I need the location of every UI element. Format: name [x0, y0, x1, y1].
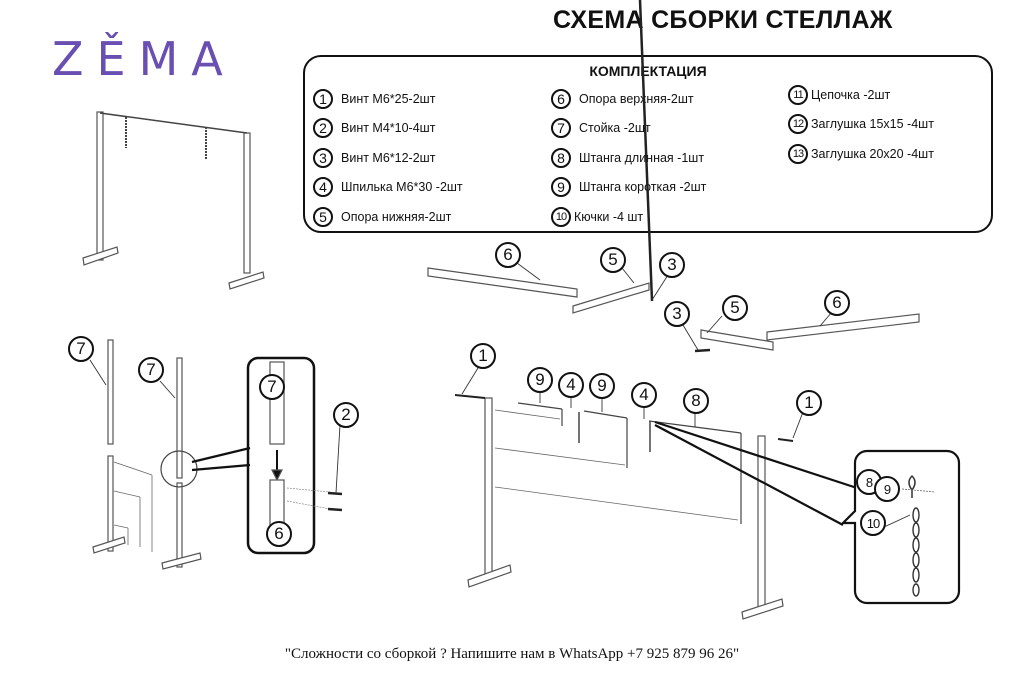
kit-item: 9 Штанга короткая -2шт	[551, 173, 706, 203]
part-label: Винт М6*12-2шт	[341, 150, 436, 165]
callout-part-1: 1	[796, 390, 822, 416]
kit-item: 6 Опора верхняя-2шт	[551, 84, 706, 114]
kit-title: КОМПЛЕКТАЦИЯ	[589, 63, 707, 79]
part-number-badge: 2	[313, 118, 333, 139]
part-label: Цепочка -2шт	[811, 87, 891, 102]
callout-part-9: 9	[527, 367, 553, 393]
callout-part-7: 7	[259, 374, 285, 400]
brand-logo: ZĚMA	[52, 32, 236, 86]
part-label: Заглушка 15х15 -4шт	[811, 117, 934, 132]
part-number-badge: 12	[788, 114, 808, 135]
kit-item: 8 Штанга длинная -1шт	[551, 143, 706, 173]
support-contact-footer: "Сложности со сборкой ? Напишите нам в W…	[284, 646, 740, 662]
kit-item: 3 Винт М6*12-2шт	[313, 143, 463, 173]
callout-part-4: 4	[631, 382, 657, 408]
part-number-badge: 5	[313, 206, 333, 227]
part-label: Заглушка 20х20 -4шт	[811, 146, 934, 161]
callout-part-3: 3	[664, 301, 690, 327]
callout-part-9: 9	[874, 476, 900, 502]
callout-part-6: 6	[495, 242, 521, 268]
callout-part-2: 2	[333, 402, 359, 428]
callout-part-3: 3	[659, 252, 685, 278]
callout-part-7: 7	[68, 336, 94, 362]
part-number-badge: 10	[551, 206, 571, 227]
part-label: Штанга короткая -2шт	[579, 180, 707, 195]
kit-column-1: 1 Винт М6*25-2шт 2 Винт М4*10-4шт 3 Винт М6…	[313, 84, 463, 232]
part-label: Опора нижняя-2шт	[341, 209, 452, 224]
callout-part-5: 5	[722, 295, 748, 321]
part-label: Винт М6*25-2шт	[341, 91, 436, 106]
assembled-rack-illustration	[82, 111, 265, 290]
top-supports-illustration	[427, 0, 920, 353]
part-label: Стойка -2шт	[579, 121, 651, 136]
part-number-badge: 1	[313, 88, 333, 109]
part-number-badge: 3	[313, 147, 333, 168]
part-label: Кючки -4 шт	[574, 209, 644, 224]
callout-part-1: 1	[470, 343, 496, 369]
part-number-badge: 13	[788, 143, 808, 164]
kit-item: 1 Винт М6*25-2шт	[313, 84, 463, 114]
kit-item: 2 Винт М4*10-4шт	[313, 114, 463, 144]
part-number-badge: 7	[551, 118, 571, 139]
upright-assembly-illustration	[92, 339, 202, 570]
part-number-badge: 4	[313, 177, 333, 198]
callout-part-8: 8	[683, 388, 709, 414]
callout-part-7: 7	[138, 357, 164, 383]
callout-part-6: 6	[824, 290, 850, 316]
part-number-badge: 9	[551, 177, 571, 198]
callout-part-4: 4	[558, 372, 584, 398]
kit-item: 4 Шпилька М6*30 -2шт	[313, 173, 463, 203]
main-frame-illustration	[454, 394, 858, 620]
kit-item: 5 Опора нижняя-2шт	[313, 202, 463, 232]
callout-part-5: 5	[600, 247, 626, 273]
kit-item: 7 Стойка -2шт	[551, 114, 706, 144]
callout-part-10: 10	[860, 510, 886, 536]
kit-contents-box: КОМПЛЕКТАЦИЯ 1 Винт М6*25-2шт 2 Винт М4*10…	[303, 55, 993, 233]
part-label: Винт М4*10-4шт	[341, 121, 436, 136]
callout-part-6: 6	[266, 521, 292, 547]
part-number-badge: 8	[551, 147, 571, 168]
part-label: Опора верхняя-2шт	[579, 91, 694, 106]
page-title: СХЕМА СБОРКИ СТЕЛЛАЖ	[553, 6, 893, 34]
part-label: Шпилька М6*30 -2шт	[341, 180, 463, 195]
part-number-badge: 6	[551, 88, 571, 109]
part-label: Штанга длинная -1шт	[579, 150, 705, 165]
callout-part-9: 9	[589, 373, 615, 399]
part-number-badge: 11	[788, 84, 808, 105]
callout-leader-lines	[89, 262, 911, 528]
